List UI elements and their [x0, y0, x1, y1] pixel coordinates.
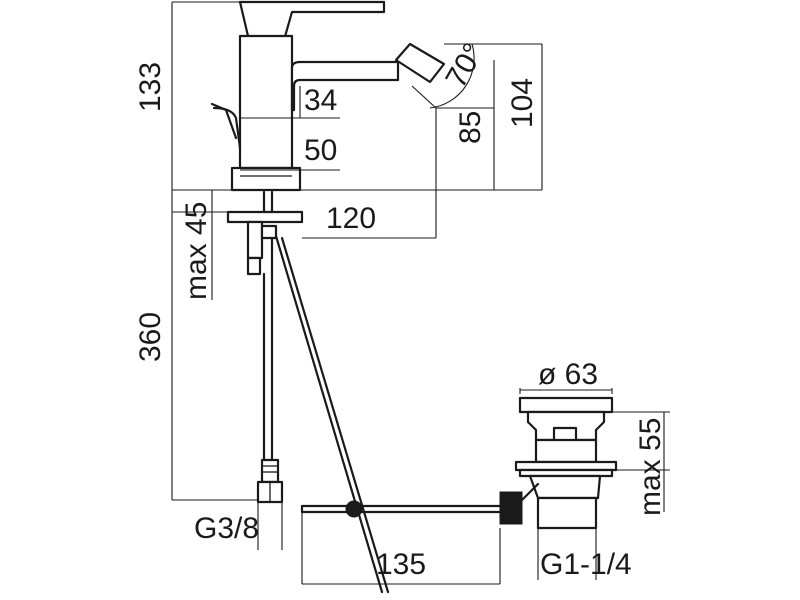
dim-135: 135 [376, 548, 426, 581]
popup-lever-tip [210, 102, 238, 140]
popup-plug [518, 396, 614, 414]
spout [290, 60, 400, 112]
dim-133: 133 [134, 62, 167, 112]
flexible-hose [256, 236, 284, 504]
dim-max-55: max 55 [634, 418, 667, 516]
dim-g1-1-4: G1-1/4 [540, 548, 632, 581]
aerator [394, 42, 446, 84]
dim-g3-8: G3/8 [194, 512, 259, 545]
rod-clip [345, 500, 363, 518]
dim-70-angle: 70° [439, 38, 490, 94]
fixing-washer [226, 210, 304, 224]
dim-104: 104 [506, 78, 539, 128]
dim-50: 50 [304, 134, 337, 167]
popup-lever [212, 106, 242, 150]
mixer-body [210, 0, 446, 192]
lever-handle [238, 0, 386, 42]
popup-guide [260, 224, 278, 240]
waste-body-center [534, 438, 598, 464]
dim-120: 120 [326, 202, 376, 235]
knurled-nut [499, 491, 523, 525]
dim-360: 360 [134, 312, 167, 362]
hose-connector [260, 458, 280, 484]
dimension-lines [171, 1, 670, 585]
dim-max-45: max 45 [180, 202, 213, 300]
dim-diameter-63: ø 63 [538, 358, 598, 391]
dim-85: 85 [454, 111, 487, 144]
body-column [238, 34, 294, 170]
popup-rod [274, 234, 390, 594]
waste-pipe [536, 496, 598, 530]
threaded-stud [246, 220, 264, 260]
waste-flange [514, 460, 618, 472]
dim-34: 34 [304, 84, 337, 117]
base-flange [230, 166, 302, 192]
under-deck-fixing [226, 190, 304, 276]
waste-tail [528, 474, 602, 500]
waste-assembly [499, 396, 618, 530]
link-rod [300, 500, 502, 518]
stud-end [246, 256, 262, 276]
